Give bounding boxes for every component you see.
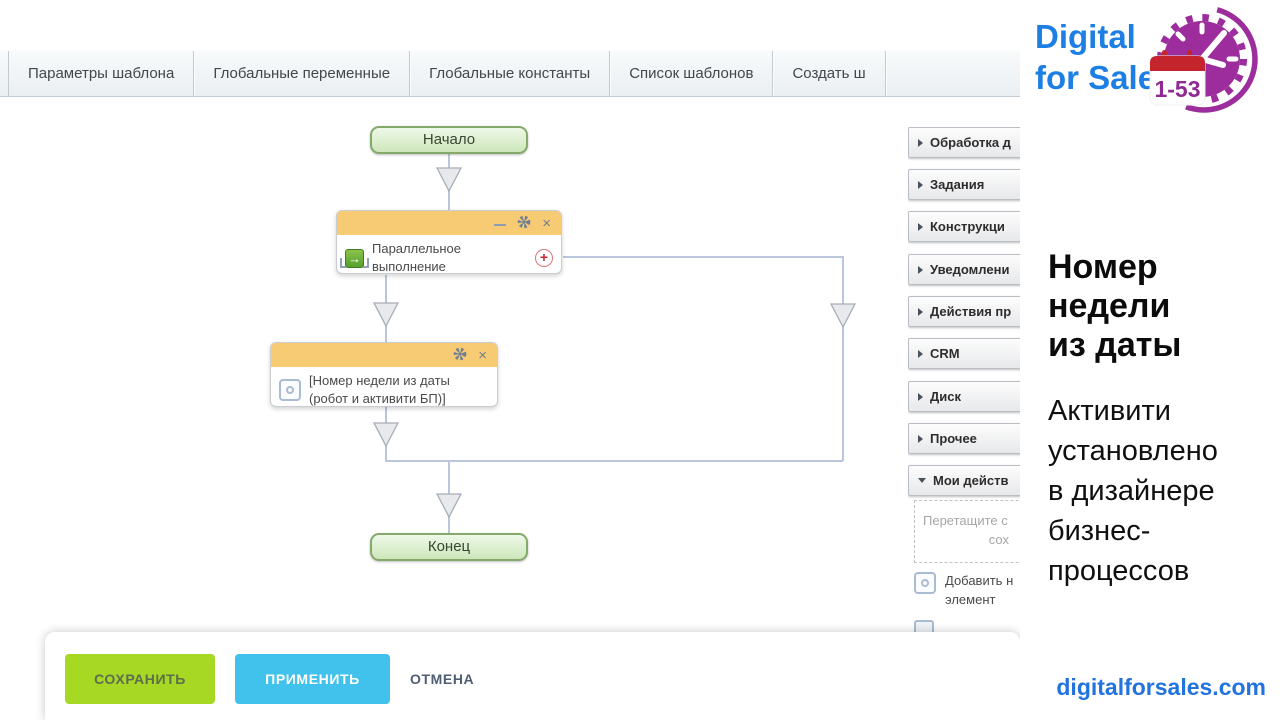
sidebar-item-process-actions[interactable]: Действия пр	[908, 296, 1020, 327]
branding-panel: Digital for Sales	[1020, 0, 1280, 720]
brand-description: Активити установлено в дизайнере бизнес-…	[1048, 395, 1218, 587]
apply-button[interactable]: ПРИМЕНИТЬ	[235, 654, 390, 704]
chevron-right-icon	[918, 138, 923, 147]
flow-start-block[interactable]: Начало	[370, 126, 528, 154]
activity-block-header: ×	[271, 343, 497, 367]
sidebar-item-other[interactable]: Прочее	[908, 423, 1020, 454]
flow-parallel-block[interactable]: × → Параллельное выполнение +	[336, 210, 562, 274]
gear-icon[interactable]	[453, 347, 467, 364]
brand-heading: Номер недели из даты	[1048, 248, 1182, 364]
sidebar-item-my-actions[interactable]: Мои действ	[908, 465, 1020, 496]
sidebar-item-crm[interactable]: CRM	[908, 338, 1020, 369]
actions-sidebar: Обработка д Задания Конструкци Уведомлен…	[908, 127, 1020, 632]
flow-activity-block[interactable]: × [Номер недели из даты (робот и активит…	[270, 342, 498, 407]
activity-block-title: [Номер недели из даты (робот и активити …	[309, 373, 450, 407]
action-item-label: Добавить н элемент	[945, 573, 1014, 607]
brand-website: digitalforsales.com	[1056, 674, 1266, 700]
sidebar-item-tasks[interactable]: Задания	[908, 169, 1020, 200]
activity-block-body: [Номер недели из даты (робот и активити …	[271, 367, 497, 413]
flow-connectors	[372, 154, 857, 533]
close-icon[interactable]: ×	[478, 346, 487, 364]
sidebar-item-constructions[interactable]: Конструкци	[908, 211, 1020, 242]
tab-global-variables[interactable]: Глобальные переменные	[194, 51, 411, 96]
sidebar-item-notifications[interactable]: Уведомлени	[908, 254, 1020, 285]
dropzone-text: сох	[988, 532, 1009, 547]
add-branch-icon[interactable]: +	[535, 249, 553, 268]
footer-action-bar: СОХРАНИТЬ ПРИМЕНИТЬ ОТМЕНА	[45, 632, 1020, 720]
parallel-block-header: ×	[337, 211, 561, 235]
chevron-right-icon	[918, 434, 923, 443]
chevron-right-icon	[918, 392, 923, 401]
cancel-button[interactable]: ОТМЕНА	[410, 654, 474, 704]
chevron-right-icon	[918, 307, 923, 316]
activity-icon	[914, 572, 936, 594]
chevron-right-icon	[918, 265, 923, 274]
chevron-right-icon	[918, 180, 923, 189]
parallel-block-title: Параллельное выполнение	[372, 241, 462, 275]
brand-logo-text: Digital for Sales	[1035, 18, 1175, 96]
tab-global-constants[interactable]: Глобальные константы	[410, 51, 611, 96]
chevron-right-icon	[918, 222, 923, 231]
week-range-badge: 1-53	[1154, 76, 1200, 102]
save-button[interactable]: СОХРАНИТЬ	[65, 654, 215, 704]
activity-icon	[279, 379, 301, 402]
gear-icon[interactable]	[517, 215, 531, 232]
clock-calendar-logo-icon: 1-53	[1140, 3, 1270, 118]
tab-template-list[interactable]: Список шаблонов	[610, 51, 774, 96]
minimize-icon[interactable]	[494, 224, 507, 226]
parallel-block-body: → Параллельное выполнение +	[337, 235, 561, 281]
action-item-partial[interactable]	[914, 620, 1020, 632]
tab-template-parameters[interactable]: Параметры шаблона	[8, 51, 195, 96]
flow-end-block[interactable]: Конец	[370, 533, 528, 561]
designer-pane: Параметры шаблона Глобальные переменные …	[0, 50, 1020, 720]
action-item-add-element[interactable]: Добавить н элемент	[914, 572, 1020, 610]
dropzone-text: Перетащите с	[923, 513, 1008, 528]
tab-create-template[interactable]: Создать ш	[773, 51, 886, 96]
sidebar-item-disk[interactable]: Диск	[908, 381, 1020, 412]
sidebar-item-document-processing[interactable]: Обработка д	[908, 127, 1020, 158]
chevron-down-icon	[918, 478, 926, 483]
chevron-right-icon	[918, 349, 923, 358]
document-icon	[914, 620, 934, 632]
parallel-execution-icon: →	[340, 248, 369, 268]
close-icon[interactable]: ×	[542, 214, 551, 232]
my-actions-dropzone[interactable]: Перетащите с сох	[914, 500, 1020, 563]
template-tabbar: Параметры шаблона Глобальные переменные …	[0, 50, 1020, 97]
